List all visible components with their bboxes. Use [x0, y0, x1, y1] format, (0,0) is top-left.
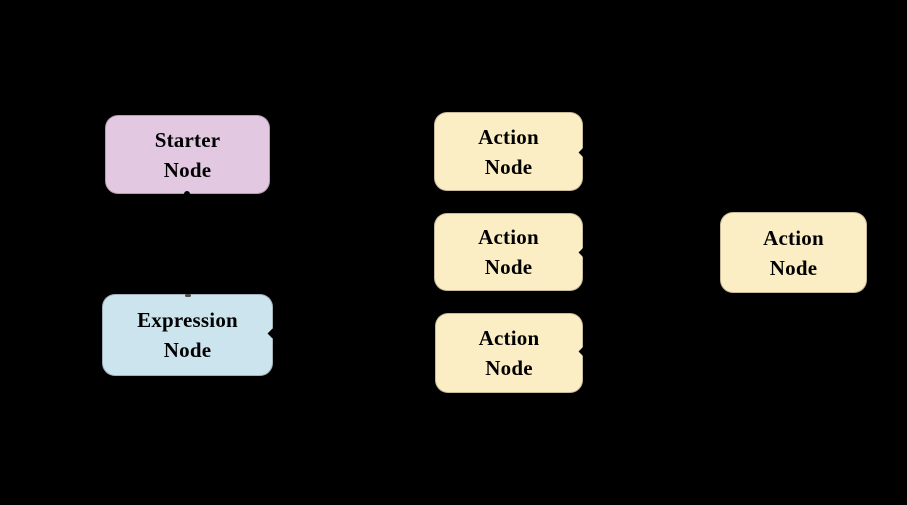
- action-node-bottom: Action Node: [435, 313, 583, 393]
- expression-node-label: Expression Node: [137, 308, 238, 362]
- action-node-top: Action Node: [434, 112, 583, 191]
- connector-arrowtip-icon: [185, 294, 191, 297]
- action-node-top-label: Action Node: [478, 124, 539, 179]
- action-node-right-label: Action Node: [763, 225, 824, 280]
- starter-node: Starter Node: [105, 115, 270, 194]
- action-node-middle-label: Action Node: [478, 225, 539, 279]
- action-node-right: Action Node: [720, 212, 867, 293]
- expression-node: Expression Node: [102, 294, 273, 376]
- starter-node-label: Starter Node: [154, 127, 221, 182]
- action-node-middle: Action Node: [434, 213, 583, 291]
- action-node-bottom-label: Action Node: [478, 326, 540, 380]
- connector-start-dot-icon: [184, 191, 190, 197]
